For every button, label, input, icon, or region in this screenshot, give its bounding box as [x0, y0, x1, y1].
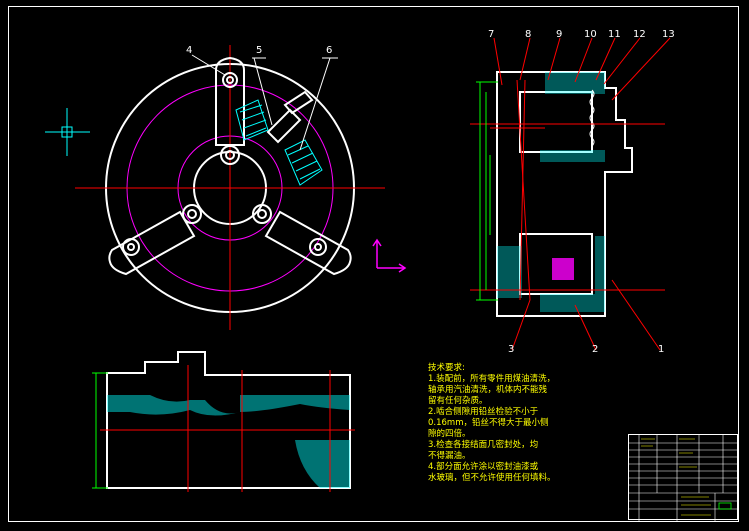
callout-4: 4	[186, 45, 192, 56]
note-line: 水玻璃，但不允许使用任何填料。	[428, 473, 556, 483]
callout-12: 12	[633, 29, 646, 40]
callout-1: 1	[658, 344, 664, 355]
callout-6: 6	[326, 45, 332, 56]
note-line: 1.装配前，所有零件用煤油清洗，	[428, 374, 556, 384]
note-line: 不得漏油。	[428, 451, 471, 461]
side-view	[92, 351, 355, 492]
callout-11: 11	[608, 29, 621, 40]
section-view: 7 8 9 10 11 12 13 3 2 1	[470, 29, 675, 355]
note-line: 4.部分面允许涂以密封油漆或	[428, 462, 539, 472]
crosshair-icon	[45, 108, 90, 156]
callout-9: 9	[556, 29, 562, 40]
note-line: 隙的四倍。	[428, 429, 471, 439]
drawing-frame	[8, 6, 739, 522]
note-line: 轴承用汽油清洗，机体内不能残	[428, 385, 548, 395]
callout-13: 13	[662, 29, 675, 40]
callout-5: 5	[256, 45, 262, 56]
title-block	[628, 434, 739, 521]
ucs-icon	[372, 238, 407, 273]
note-line: 0.16mm，铅丝不得大于最小侧	[428, 418, 549, 428]
callout-2: 2	[592, 344, 598, 355]
callout-10: 10	[584, 29, 597, 40]
callout-8: 8	[525, 29, 531, 40]
title-block-table	[629, 435, 739, 521]
notes-heading: 技术要求:	[428, 363, 465, 373]
front-view: 4 5 6	[75, 45, 385, 330]
note-line: 3.检查各接结面几密封处，均	[428, 440, 539, 450]
callout-3: 3	[508, 344, 514, 355]
note-line: 留有任何杂质。	[428, 396, 488, 406]
callout-7: 7	[488, 29, 494, 40]
technical-notes: 技术要求: 1.装配前，所有零件用煤油清洗， 轴承用汽油清洗，机体内不能残 留有…	[428, 363, 618, 484]
note-line: 2.啮合侧隙用铅丝检验不小于	[428, 407, 539, 417]
